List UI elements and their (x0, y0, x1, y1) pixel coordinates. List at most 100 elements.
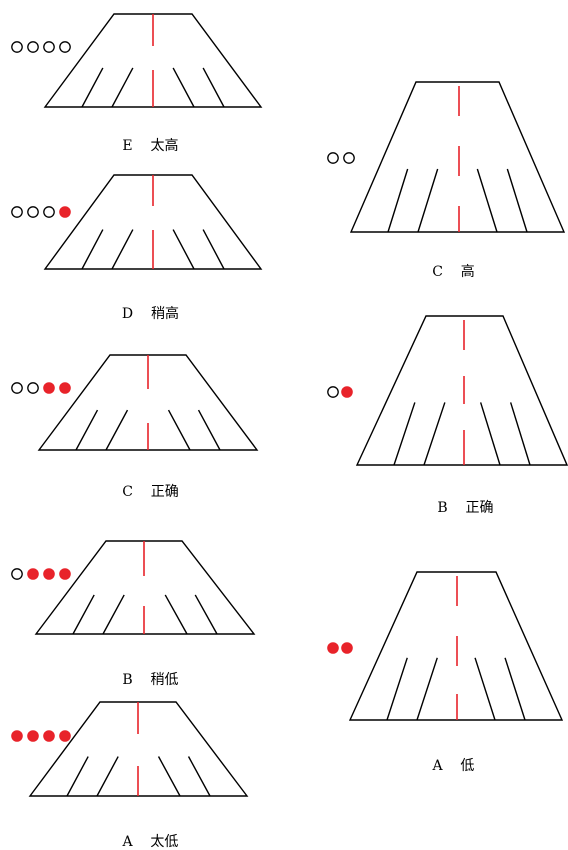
dot-filled-icon (59, 206, 71, 218)
trapezoid-outline (28, 701, 249, 797)
trapezoid-outline (348, 571, 564, 721)
trapezoid-outline (34, 540, 256, 635)
dot-empty-icon (59, 41, 71, 53)
hatch-line-right (157, 756, 181, 797)
hatch-line-left (66, 756, 89, 797)
dot-empty-icon (343, 152, 355, 164)
hatch-line-left (96, 756, 119, 797)
hatch-line-left (102, 594, 125, 635)
hatch-line-right (172, 67, 195, 108)
hatch-line-left (105, 409, 129, 451)
caption-grade: A (122, 834, 133, 850)
hatch-line-right (197, 409, 221, 451)
caption-grade: C (432, 264, 443, 280)
caption-grade: C (122, 484, 133, 500)
figures-layer (11, 13, 568, 797)
caption-grade: B (437, 500, 448, 516)
caption-label: 高 (460, 264, 475, 280)
dot-filled-icon (11, 730, 23, 742)
hatch-line-right (194, 594, 218, 635)
dot-filled-icon (27, 730, 39, 742)
fig-left-4 (11, 540, 256, 635)
fig-left-5 (11, 701, 249, 797)
caption-label: 太低 (150, 834, 179, 850)
caption-grade: D (121, 306, 134, 322)
caption-label: 稍高 (150, 306, 179, 322)
fig-left-2 (11, 174, 263, 270)
caption-right-3: A 低 (424, 742, 475, 774)
dot-filled-icon (43, 730, 55, 742)
fig-left-3 (11, 354, 259, 451)
hatch-line-right (479, 402, 501, 466)
hatch-line-right (167, 409, 191, 451)
caption-left-3: C 正确 (113, 468, 179, 500)
fig-right-3 (327, 571, 564, 721)
dot-filled-icon (43, 382, 55, 394)
dot-empty-icon (11, 382, 23, 394)
caption-label: 正确 (465, 500, 494, 516)
trapezoid-outline (349, 81, 566, 233)
hatch-line-left (111, 67, 134, 108)
dot-empty-icon (27, 41, 39, 53)
caption-left-2: D 稍高 (113, 290, 179, 322)
hatch-line-left (387, 168, 409, 233)
hatch-line-right (509, 402, 531, 466)
trapezoid-outline (43, 174, 263, 270)
hatch-line-right (506, 168, 528, 233)
trapezoid-outline (43, 13, 263, 108)
dot-empty-icon (327, 386, 339, 398)
hatch-line-right (504, 657, 526, 721)
hatch-line-left (81, 229, 104, 270)
caption-grade: A (432, 758, 443, 774)
dot-empty-icon (11, 41, 23, 53)
caption-grade: E (122, 138, 133, 154)
dot-filled-icon (27, 568, 39, 580)
hatch-line-left (111, 229, 134, 270)
hatch-line-left (386, 657, 408, 721)
dot-empty-icon (327, 152, 339, 164)
hatch-line-right (187, 756, 211, 797)
trapezoid-outline (37, 354, 259, 451)
caption-right-1: C 高 (423, 248, 475, 280)
hatch-line-left (81, 67, 104, 108)
dot-filled-icon (327, 642, 339, 654)
caption-grade: B (122, 672, 133, 688)
caption-left-5: A 太低 (114, 818, 179, 850)
dot-filled-icon (341, 642, 353, 654)
hatch-line-right (202, 67, 225, 108)
hatch-line-left (393, 402, 416, 466)
hatch-line-left (75, 409, 99, 451)
fig-right-1 (327, 81, 566, 233)
caption-label: 太高 (150, 138, 179, 154)
hatch-line-right (172, 229, 195, 270)
fig-left-1 (11, 13, 263, 108)
hatch-line-right (474, 657, 496, 721)
caption-label: 低 (460, 758, 475, 774)
trapezoid-outline (355, 315, 568, 466)
dot-empty-icon (43, 41, 55, 53)
dot-filled-icon (59, 382, 71, 394)
dot-filled-icon (341, 386, 353, 398)
hatch-line-right (476, 168, 498, 233)
dot-empty-icon (11, 568, 23, 580)
caption-label: 正确 (150, 484, 179, 500)
caption-left-1: E 太高 (114, 122, 179, 154)
fig-right-2 (327, 315, 568, 466)
dot-filled-icon (43, 568, 55, 580)
caption-right-2: B 正确 (428, 484, 493, 516)
dot-filled-icon (59, 568, 71, 580)
caption-left-4: B 稍低 (113, 656, 178, 688)
dot-empty-icon (27, 206, 39, 218)
hatch-line-right (164, 594, 188, 635)
dot-empty-icon (43, 206, 55, 218)
hatch-line-right (202, 229, 225, 270)
dot-filled-icon (59, 730, 71, 742)
hatch-line-left (423, 402, 446, 466)
hatch-line-left (417, 168, 439, 233)
hatch-line-left (416, 657, 438, 721)
dot-empty-icon (27, 382, 39, 394)
caption-label: 稍低 (150, 672, 179, 688)
dot-empty-icon (11, 206, 23, 218)
hatch-line-left (72, 594, 95, 635)
